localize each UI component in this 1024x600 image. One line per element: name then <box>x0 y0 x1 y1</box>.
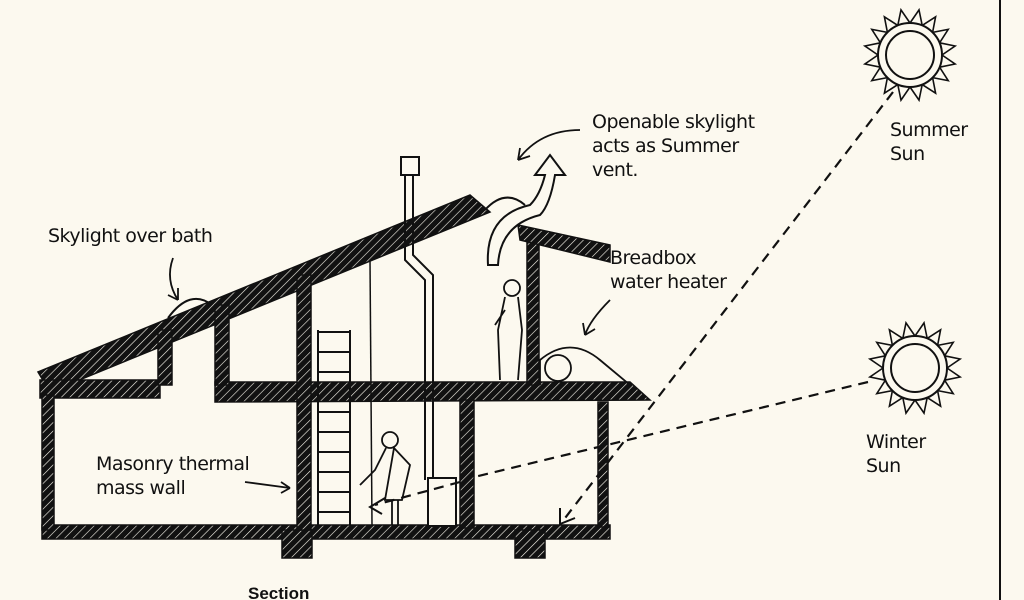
label-skylight-bath: Skylight over bath <box>48 225 213 247</box>
ladder <box>317 330 351 525</box>
breadbox-water-heater <box>539 346 631 386</box>
right-wall <box>597 401 609 528</box>
bath-wall <box>157 329 173 386</box>
label-openable-skylight: Openable skylight acts as Summer vent. <box>592 111 755 181</box>
masonry-thermal-wall <box>296 274 312 531</box>
clerestory-roof <box>517 224 611 263</box>
sun-petal <box>914 397 928 416</box>
sun-petal <box>944 355 963 369</box>
openable-skylight <box>484 196 526 211</box>
sun-petal <box>926 328 942 346</box>
footing-1 <box>281 529 313 559</box>
sun-petal <box>875 379 893 395</box>
sun-petal <box>902 397 916 416</box>
sun-petal <box>909 7 923 26</box>
sun-petal <box>914 320 928 339</box>
bath-skylight <box>167 297 213 319</box>
sun-petal <box>937 341 955 357</box>
sun-petal <box>897 84 911 103</box>
winter-sun-icon <box>882 335 948 401</box>
footing-2 <box>514 529 546 559</box>
house-structure <box>36 194 652 559</box>
upper-wall <box>214 304 230 386</box>
sun-petal <box>937 379 955 395</box>
winter-sun-ray <box>469 380 869 480</box>
left-wall <box>41 394 55 531</box>
chimney <box>400 156 457 527</box>
sun-petal <box>897 7 911 26</box>
sun-petal <box>870 28 888 44</box>
clerestory-post <box>526 239 540 386</box>
sun-petal <box>883 77 899 95</box>
sun-petal <box>939 42 958 56</box>
sun-petal <box>867 367 886 381</box>
sun-petal <box>862 42 881 56</box>
person-downstairs <box>359 431 411 525</box>
sun-rays <box>374 91 894 523</box>
summer-sun-ray <box>561 91 894 523</box>
summer-sun-icon <box>877 22 943 88</box>
sun-petal <box>862 54 881 68</box>
sun-petal <box>875 341 893 357</box>
sun-petal <box>932 28 950 44</box>
sun-petal <box>888 328 904 346</box>
pointer-arrows <box>167 129 611 494</box>
sun-petal <box>909 84 923 103</box>
label-winter-sun: Winter Sun <box>866 431 926 477</box>
label-breadbox-water-heater: Breadbox water heater <box>610 247 727 293</box>
sun-petal <box>926 390 942 408</box>
sun-petal <box>883 15 899 33</box>
sun-petal <box>888 390 904 408</box>
sun-petal <box>870 66 888 82</box>
sun-petal <box>867 355 886 369</box>
sun-petal <box>902 320 916 339</box>
sun-petal <box>921 77 937 95</box>
label-masonry-wall: Masonry thermal mass wall <box>96 453 250 499</box>
sun-petal <box>944 367 963 381</box>
vent-airflow-arrow <box>486 153 567 266</box>
interior-wall <box>459 399 475 529</box>
person-upstairs <box>494 279 523 381</box>
caption-section: Section <box>248 584 310 600</box>
label-summer-sun: Summer Sun <box>890 119 968 165</box>
sun-petal <box>932 66 950 82</box>
sun-petal <box>939 54 958 68</box>
floor-left <box>39 379 161 399</box>
sun-petal <box>921 15 937 33</box>
